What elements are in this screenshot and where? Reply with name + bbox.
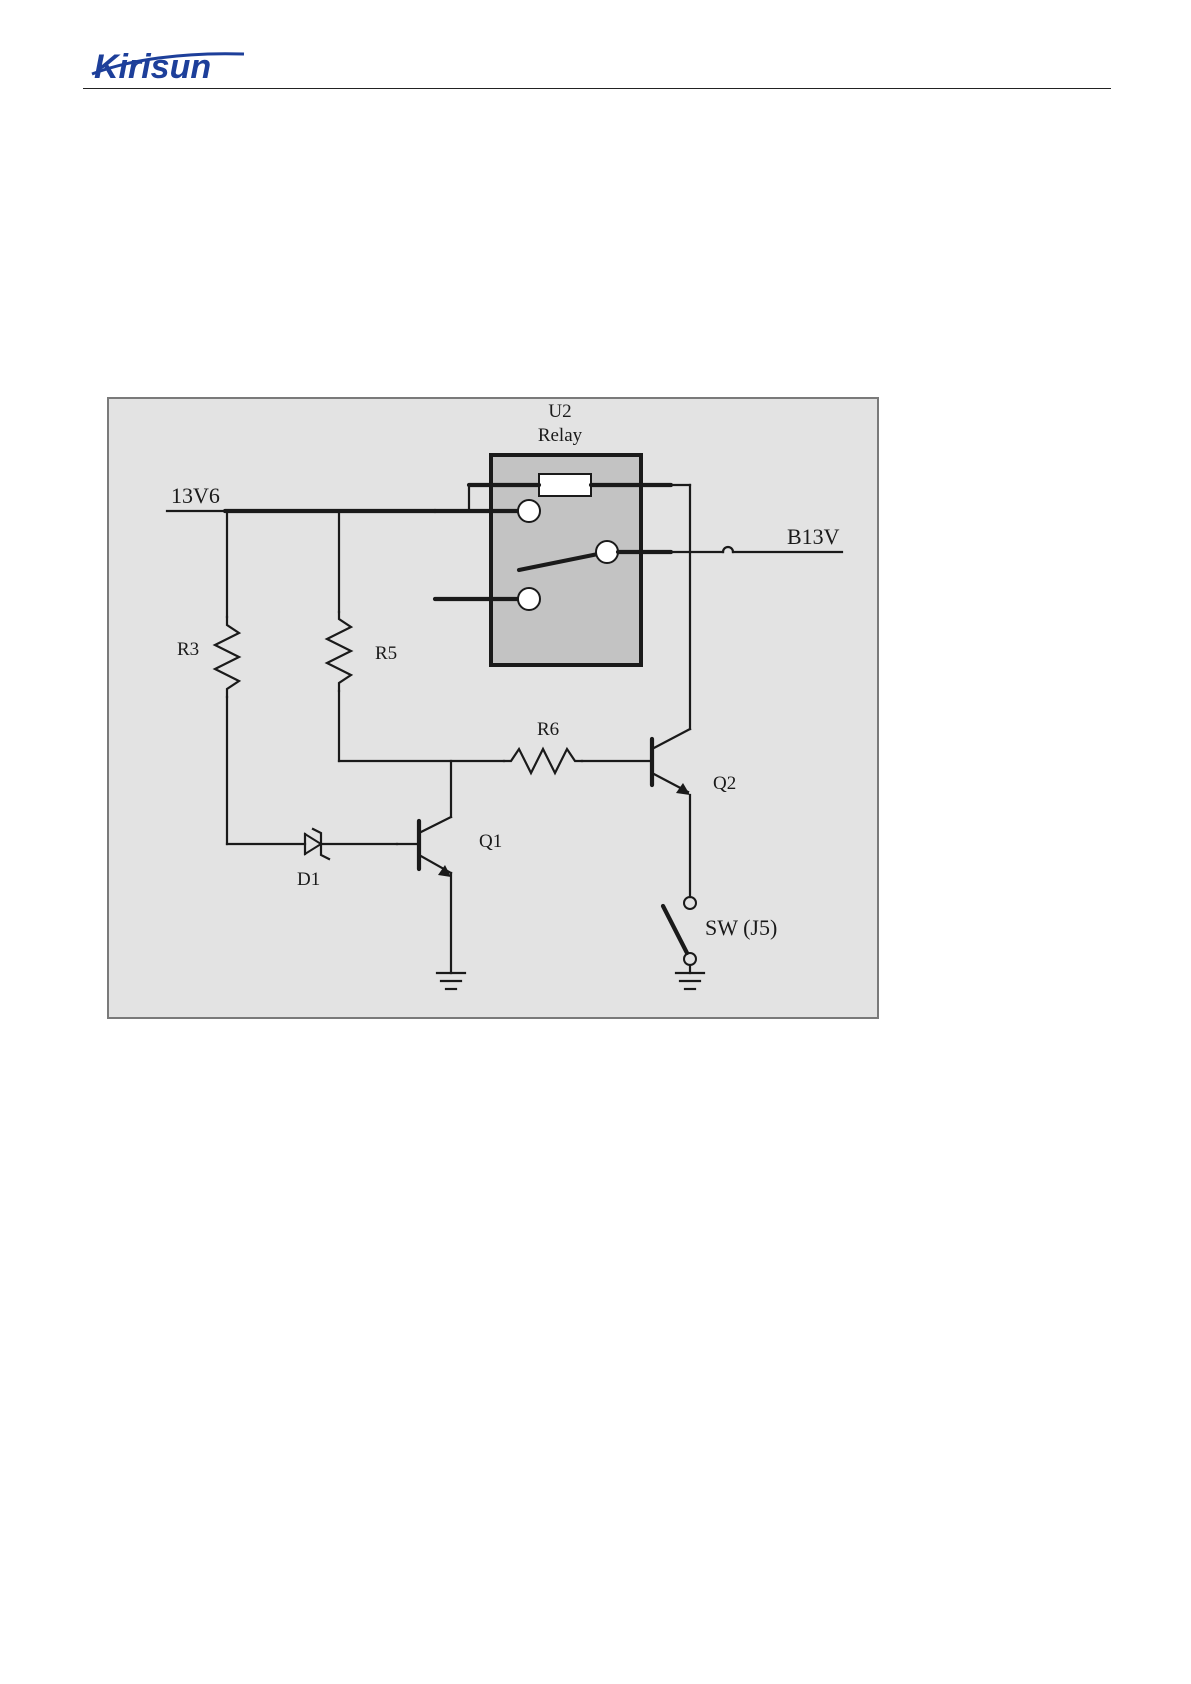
relay-ref-label: U2 — [548, 401, 571, 422]
logo-text: Kirisun — [94, 48, 211, 86]
d1-label: D1 — [297, 869, 320, 890]
q1-label: Q1 — [479, 831, 502, 852]
q2-label: Q2 — [713, 773, 736, 794]
relay-circuit-schematic: U2 Relay B13V 13V6 R3 D1 — [107, 397, 879, 1019]
r5-label: R5 — [375, 643, 397, 664]
sw-label: SW (J5) — [705, 915, 777, 940]
input-net-label: 13V6 — [171, 483, 220, 508]
output-net-label: B13V — [787, 524, 840, 549]
relay-coil — [539, 474, 591, 496]
contact-nc-terminal — [518, 588, 540, 610]
kirisun-logo: Kirisun — [88, 42, 248, 88]
header-rule — [83, 88, 1111, 89]
r6-label: R6 — [537, 719, 559, 740]
relay-name-label: Relay — [538, 425, 583, 446]
contact-common-terminal — [596, 541, 618, 563]
contact-no-terminal — [518, 500, 540, 522]
r3-label: R3 — [177, 639, 199, 660]
